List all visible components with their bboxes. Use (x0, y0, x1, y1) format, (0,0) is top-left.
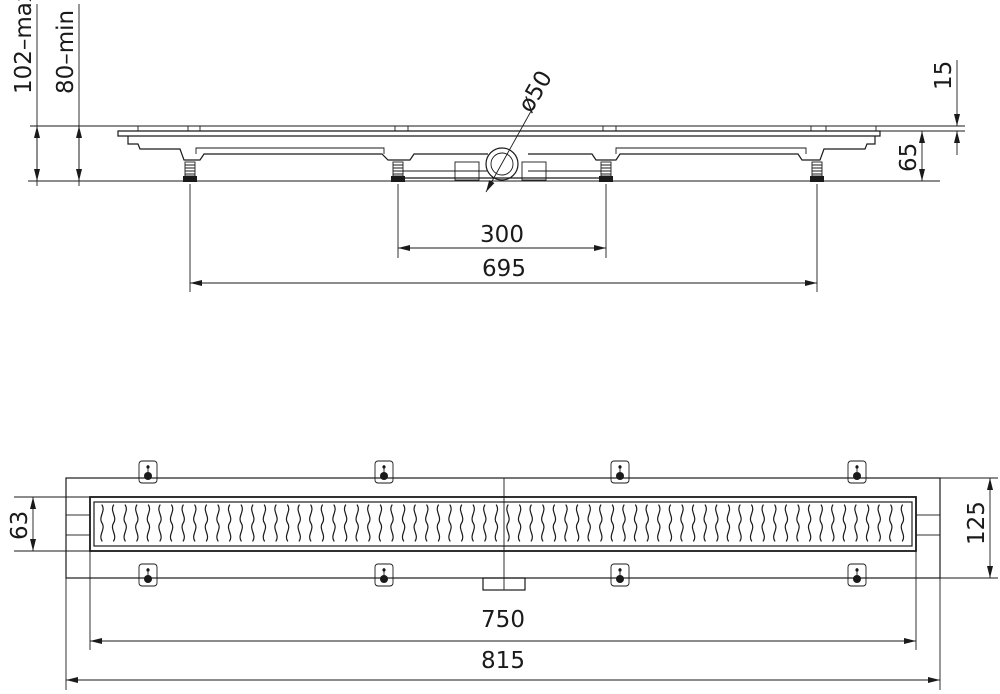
grate-slot (587, 504, 591, 542)
grate-slot (436, 504, 441, 542)
grate-slot (749, 504, 754, 542)
grate-slot (807, 504, 812, 542)
grate-slot (459, 504, 464, 542)
grate-slot (367, 504, 371, 542)
grate-slot (448, 504, 452, 542)
dim-total-length: 815 (481, 648, 525, 674)
grate-slot (135, 504, 139, 542)
dim-grate-length: 750 (481, 607, 525, 633)
grate-slot (900, 504, 905, 542)
grate-slot (343, 504, 348, 542)
grate-slot (111, 504, 116, 542)
grate-slot (193, 504, 197, 542)
grate-slot (483, 504, 487, 542)
dim-max-height: 102–max (11, 0, 37, 94)
grate-slot (274, 504, 278, 542)
grate-slot (552, 504, 557, 542)
grate-slot (784, 504, 789, 542)
grate-slot (726, 504, 731, 542)
grate-slot (517, 504, 522, 542)
grate-slot (506, 504, 510, 542)
grate-slot (622, 504, 626, 542)
grate-slot (599, 504, 603, 542)
grate-slots (100, 504, 905, 542)
grate-slot (691, 504, 696, 542)
dim-inner-spacing: 300 (480, 222, 524, 248)
grate-slot (413, 504, 417, 542)
grate-slot (773, 504, 777, 542)
dim-outer-spacing: 695 (482, 256, 526, 282)
grate-slot (865, 504, 870, 542)
grate-slot (668, 504, 673, 542)
grate-slot (494, 504, 499, 542)
grate-slot (262, 504, 267, 542)
grate-slot (204, 504, 209, 542)
grate-slot (645, 504, 649, 542)
grate-slot (564, 504, 568, 542)
grate-slot (181, 504, 185, 542)
grate-slot (169, 504, 174, 542)
grate-slot (633, 504, 638, 542)
grate-slot (320, 504, 325, 542)
grate-slot (471, 504, 475, 542)
grate-slot (529, 504, 533, 542)
grate-slot (378, 504, 383, 542)
grate-slot (831, 504, 835, 542)
grate-slot (100, 504, 104, 542)
grate-slot (158, 504, 162, 542)
side-view: 102–max 80–min ø50 15 65 300 695 (11, 0, 965, 292)
dim-min-height: 80–min (53, 10, 79, 94)
grate-slot (610, 504, 615, 542)
grate-slot (715, 504, 719, 542)
dim-grate-width: 63 (7, 511, 33, 540)
grate-slot (738, 504, 742, 542)
grate-slot (285, 504, 290, 542)
grate-slot (680, 504, 684, 542)
grate-slot (227, 504, 232, 542)
top-view: 63 125 750 815 (7, 460, 998, 690)
grate-slot (657, 504, 661, 542)
grate-slot (297, 504, 301, 542)
grate-slot (703, 504, 707, 542)
grate-slot (796, 504, 800, 542)
grate-slot (390, 504, 394, 542)
grate-slot (575, 504, 580, 542)
grate-slot (146, 504, 151, 542)
dim-total-width: 125 (964, 501, 990, 545)
grate-slot (541, 504, 545, 542)
grate-slot (216, 504, 220, 542)
dim-pipe-diameter: ø50 (514, 66, 558, 117)
grate-slot (123, 504, 127, 542)
grate-slot (877, 504, 881, 542)
grate-slot (355, 504, 359, 542)
grate-slot (332, 504, 336, 542)
grate-slot (819, 504, 823, 542)
grate-slot (842, 504, 847, 542)
grate-slot (761, 504, 765, 542)
grate-slot (889, 504, 893, 542)
grate-slot (401, 504, 406, 542)
grate-slot (239, 504, 243, 542)
dim-top-depth: 15 (931, 61, 957, 90)
grate-slot (309, 504, 313, 542)
grate-slot (251, 504, 255, 542)
grate-slot (425, 504, 429, 542)
grate-slot (854, 504, 858, 542)
dim-body-depth: 65 (896, 143, 922, 172)
